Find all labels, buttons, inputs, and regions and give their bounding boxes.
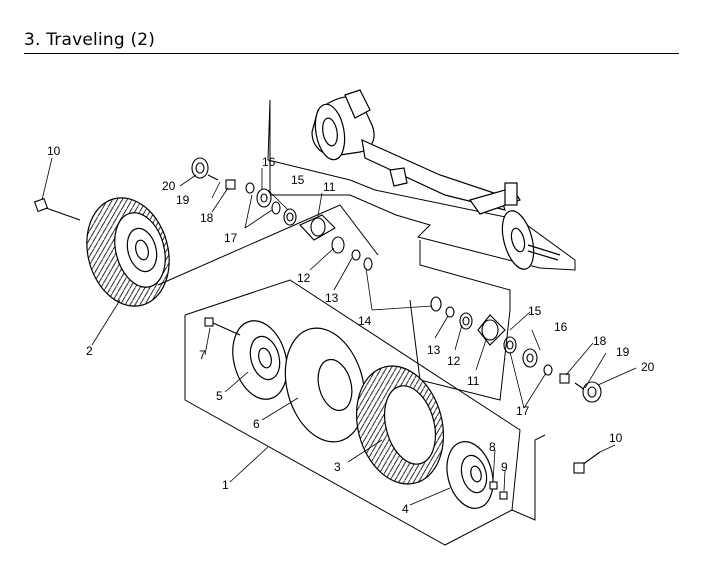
callout-12-left: 12 [297,271,311,285]
title-divider [24,53,679,54]
callout-11-left: 11 [323,180,336,194]
callout-3: 3 [334,460,341,474]
tire-3 [355,365,445,485]
callout-16-left: 16 [262,155,276,169]
callout-4: 4 [402,502,409,516]
callout-11-right: 11 [467,374,480,388]
callout-20-left: 20 [162,179,176,193]
callout-16-right: 16 [554,320,568,334]
callout-20-right: 20 [641,360,655,374]
callout-18-right: 18 [593,334,607,348]
callout-9: 9 [501,460,508,474]
callout-7: 7 [199,348,206,362]
disc-5 [232,320,288,400]
wheel-assembly-left [86,197,170,307]
rim-4 [446,441,494,509]
callout-19-right: 19 [616,345,630,359]
callout-17-right: 17 [516,404,530,418]
callout-17-left: 17 [224,231,238,245]
callout-1: 1 [222,478,229,492]
left-small-parts [191,157,373,271]
page-title: 3. Traveling (2) [24,30,156,50]
left-group-outline [157,204,379,286]
callout-6: 6 [253,417,260,431]
callout-8: 8 [489,440,496,454]
callout-10-left: 10 [47,144,61,158]
wheel-set-extension [511,434,546,521]
callout-19-left: 19 [176,193,190,207]
right-hub-parts [430,296,602,403]
callout-10-right: 10 [609,431,623,445]
bolt-10-left [33,197,81,221]
axle-housing [267,89,576,271]
callout-2: 2 [86,344,93,358]
leader-lines [41,157,637,506]
tube-6 [284,327,366,443]
nuts-8-9 [489,481,508,500]
callout-14: 14 [358,314,372,328]
callout-15-left: 15 [291,173,305,187]
callout-13-left: 13 [325,291,339,305]
callout-13-right: 13 [427,343,441,357]
callout-12-right: 12 [447,354,461,368]
callout-18-left: 18 [200,211,214,225]
callout-15-right: 15 [528,304,542,318]
bolt-7 [204,317,241,336]
bolt-10-right [573,451,601,474]
callout-5: 5 [216,389,223,403]
